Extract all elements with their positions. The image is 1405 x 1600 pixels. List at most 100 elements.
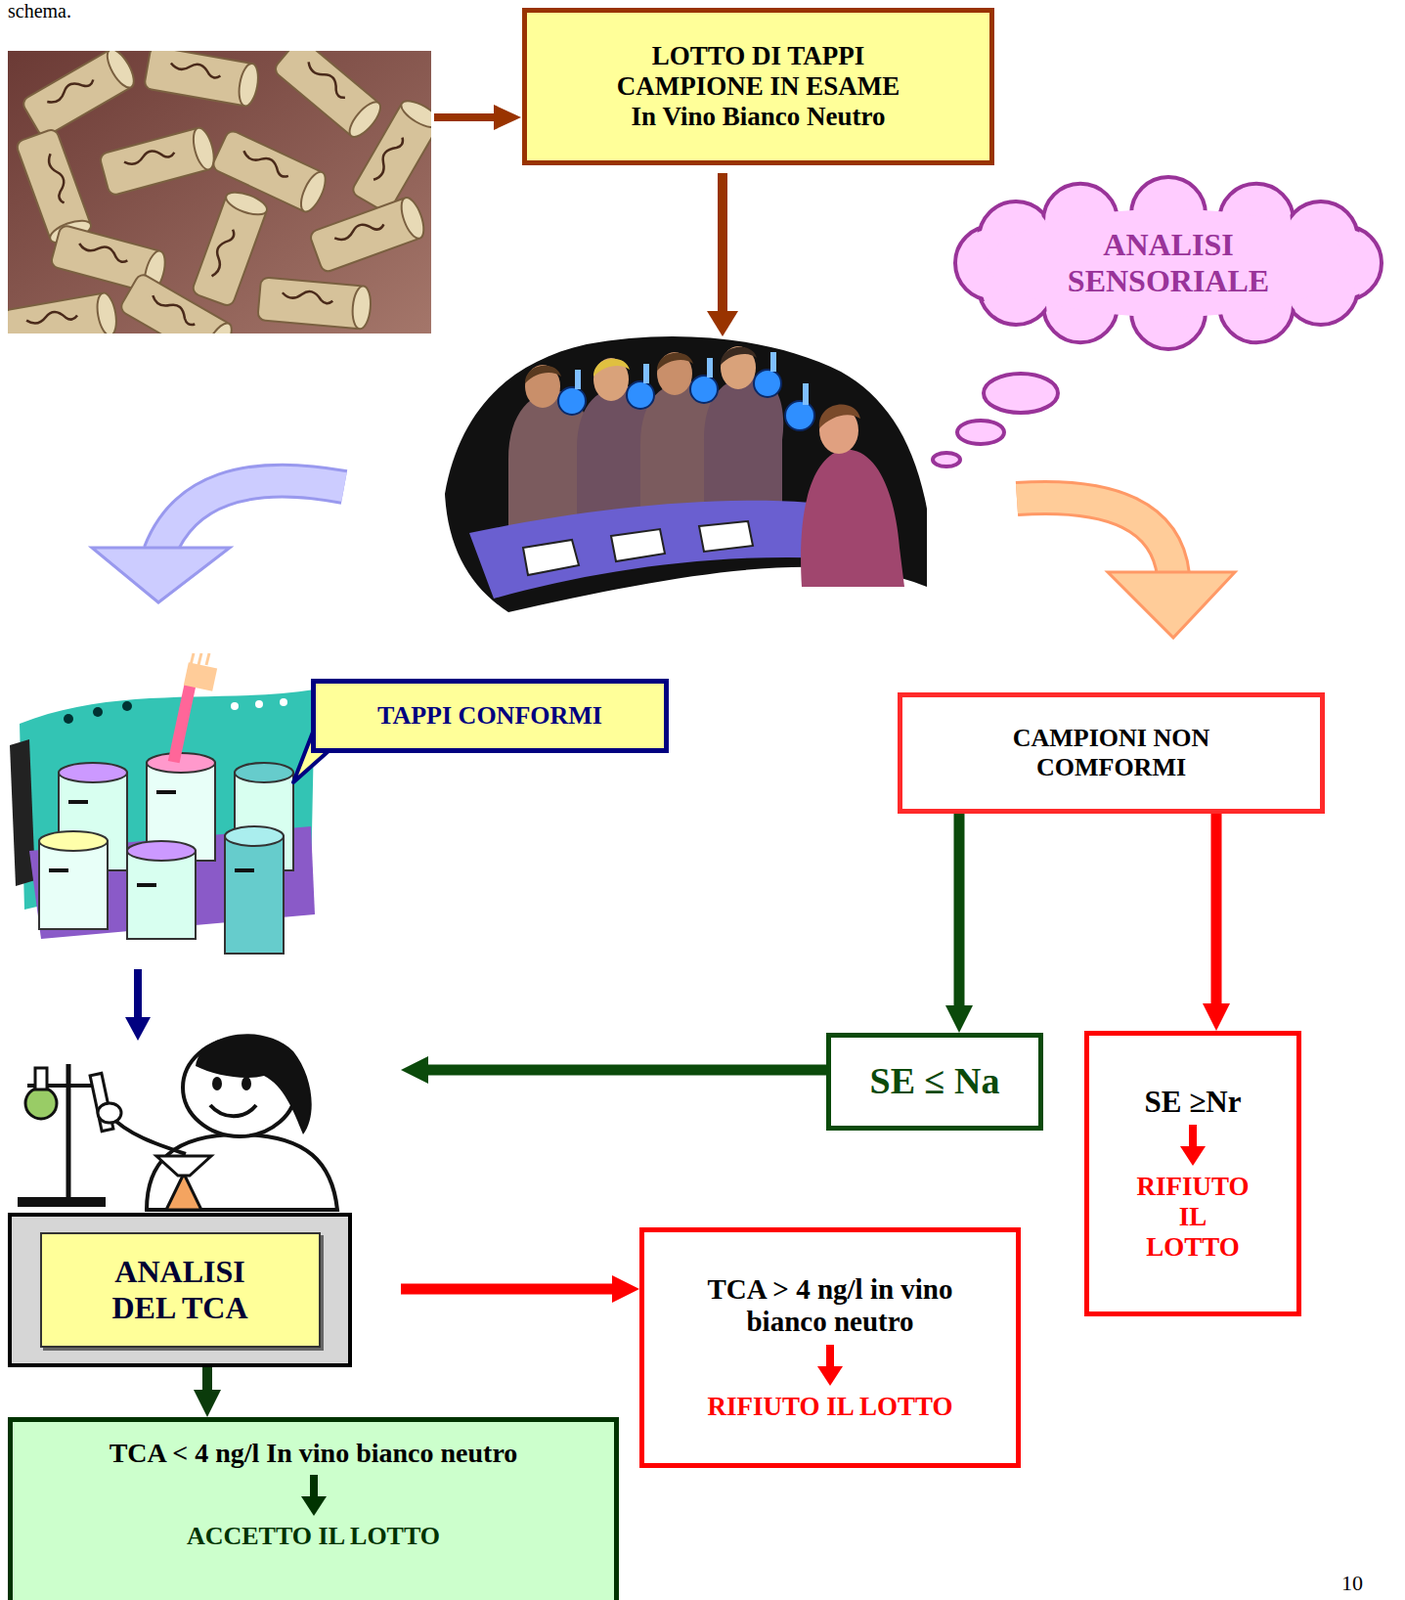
tasting-panel-clipart: [626, 381, 655, 409]
analysis-frame: ANALISI DEL TCA: [7, 1212, 352, 1367]
beakers-clipart: [168, 684, 196, 764]
tasting-panel-clipart: [770, 351, 777, 372]
analyst-clipart: [195, 1033, 312, 1135]
curved-arrow: [1016, 497, 1174, 575]
tasting-panel-clipart: [690, 375, 718, 403]
analyst-clipart: [210, 1104, 257, 1116]
beakers-clipart: [68, 799, 88, 804]
curved-arrow: [91, 481, 345, 603]
tasting-panel-clipart: [643, 363, 650, 384]
brown-arrow: [493, 104, 522, 131]
down-arrow: [1188, 1124, 1197, 1148]
decision-box: SE ≤ Na: [826, 1032, 1044, 1131]
process-box: CAMPIONI NON COMFORMI: [897, 692, 1325, 814]
tasting-panel-clipart: [611, 528, 665, 562]
analyst-clipart: [25, 1087, 57, 1119]
thought-bubble: [957, 420, 1005, 444]
flow-arrow: [954, 813, 966, 1006]
sample-box: LOTTO DI TAPPI CAMPIONE IN ESAME In Vino…: [522, 7, 995, 166]
analysis-box: ANALISI DEL TCA: [7, 1046, 401, 1367]
tasting-panel-clipart: [753, 369, 782, 397]
analyst-clipart: [146, 1134, 338, 1210]
navy-arrow: [133, 968, 142, 1019]
analyst-clipart: [109, 1114, 186, 1154]
tasting-panel-clipart: [802, 383, 809, 405]
brown-arrow: [717, 173, 728, 315]
box-subtext: RIFIUTO IL LOTTO: [706, 1391, 953, 1422]
beakers-clipart: [255, 700, 264, 708]
beakers-clipart: [224, 835, 284, 954]
tasting-panel-clipart: [574, 369, 581, 390]
tasting-panel-clipart: [720, 346, 756, 390]
tasting-panel-clipart: [444, 336, 927, 613]
down-arrow: [1178, 1124, 1208, 1166]
tasting-panel-clipart: [720, 347, 757, 365]
curved-arrow: [159, 481, 345, 553]
analyst-clipart: [97, 1102, 122, 1123]
beakers-clipart: [279, 698, 288, 706]
box-text: ANALISI SENSORIALE: [1046, 226, 1291, 300]
reject-box: TCA > 4 ng/l in vino bianco neutroRIFIUT…: [639, 1227, 1021, 1468]
tasting-panel-clipart: [593, 358, 630, 377]
beakers-clipart: [234, 762, 294, 783]
page-heading-fragment: schema.: [7, 0, 72, 23]
beakers-clipart: [224, 826, 284, 846]
beakers-clipart: [58, 762, 128, 783]
analyst-clipart: [241, 1076, 252, 1091]
cork-photo: [308, 194, 429, 273]
cork-photo: [257, 276, 372, 330]
brown-arrow: [706, 310, 739, 337]
beakers-clipart: [92, 706, 103, 717]
down-arrow: [309, 1474, 318, 1498]
beakers-clipart: [234, 868, 255, 873]
navy-arrow: [125, 968, 151, 1041]
flow-arrow: [400, 1283, 613, 1295]
flow-arrow: [428, 1064, 827, 1076]
tasting-panel-clipart: [657, 351, 693, 396]
cork-photo: [7, 291, 120, 334]
beakers-clipart: [127, 840, 196, 861]
cork-photo: [20, 50, 139, 139]
down-arrow: [301, 1495, 327, 1516]
brown-arrow: [706, 173, 739, 337]
thought-bubble: [983, 373, 1058, 413]
box-text: TCA < 4 ng/l In vino bianco neutro: [109, 1437, 519, 1469]
thought-bubble: [932, 452, 961, 467]
beakers-clipart: [230, 702, 239, 710]
tasting-panel-clipart: [819, 403, 861, 429]
tasting-panel-clipart: [558, 387, 586, 415]
cork-photo: [98, 125, 219, 196]
box-text: TCA > 4 ng/l in vino bianco neutro: [683, 1273, 977, 1339]
tasting-panel-clipart: [525, 365, 562, 384]
tasting-panel-clipart: [706, 357, 713, 378]
down-arrow: [1180, 1145, 1206, 1166]
box-text: LOTTO DI TAPPI CAMPIONE IN ESAME In Vino…: [609, 41, 908, 132]
beakers-clipart: [183, 661, 218, 692]
beakers-clipart: [136, 882, 157, 887]
cork-photo: [143, 50, 262, 108]
flow-arrow: [1211, 813, 1223, 1004]
thought-cloud: ANALISI SENSORIALE: [943, 173, 1394, 352]
tasting-panel-clipart: [525, 364, 561, 408]
analyst-clipart: [156, 1155, 212, 1176]
beakers-clipart: [190, 653, 194, 665]
down-arrow: [299, 1474, 329, 1516]
brown-arrow: [434, 113, 499, 122]
beakers-clipart: [63, 713, 74, 724]
beakers-clipart: [198, 653, 202, 665]
box-text: CAMPIONI NON COMFORMI: [984, 723, 1239, 783]
reject-box: SE ≥NrRIFIUTO IL LOTTO: [1084, 1030, 1302, 1317]
tasting-panel-clipart: [699, 521, 753, 552]
beakers-clipart: [206, 653, 210, 665]
cork-photo: [350, 95, 432, 215]
analyst-clipart: [35, 1067, 47, 1090]
brown-arrow: [434, 104, 522, 131]
page-number: 10: [1341, 1570, 1363, 1596]
tasting-panel-clipart: [800, 449, 905, 587]
analyst-clipart: [166, 1173, 202, 1210]
beakers-clipart: [39, 840, 108, 929]
tasting-panel-clipart: [444, 336, 927, 613]
curved-arrow: [159, 481, 345, 553]
box-text: ANALISI DEL TCA: [87, 1253, 273, 1326]
